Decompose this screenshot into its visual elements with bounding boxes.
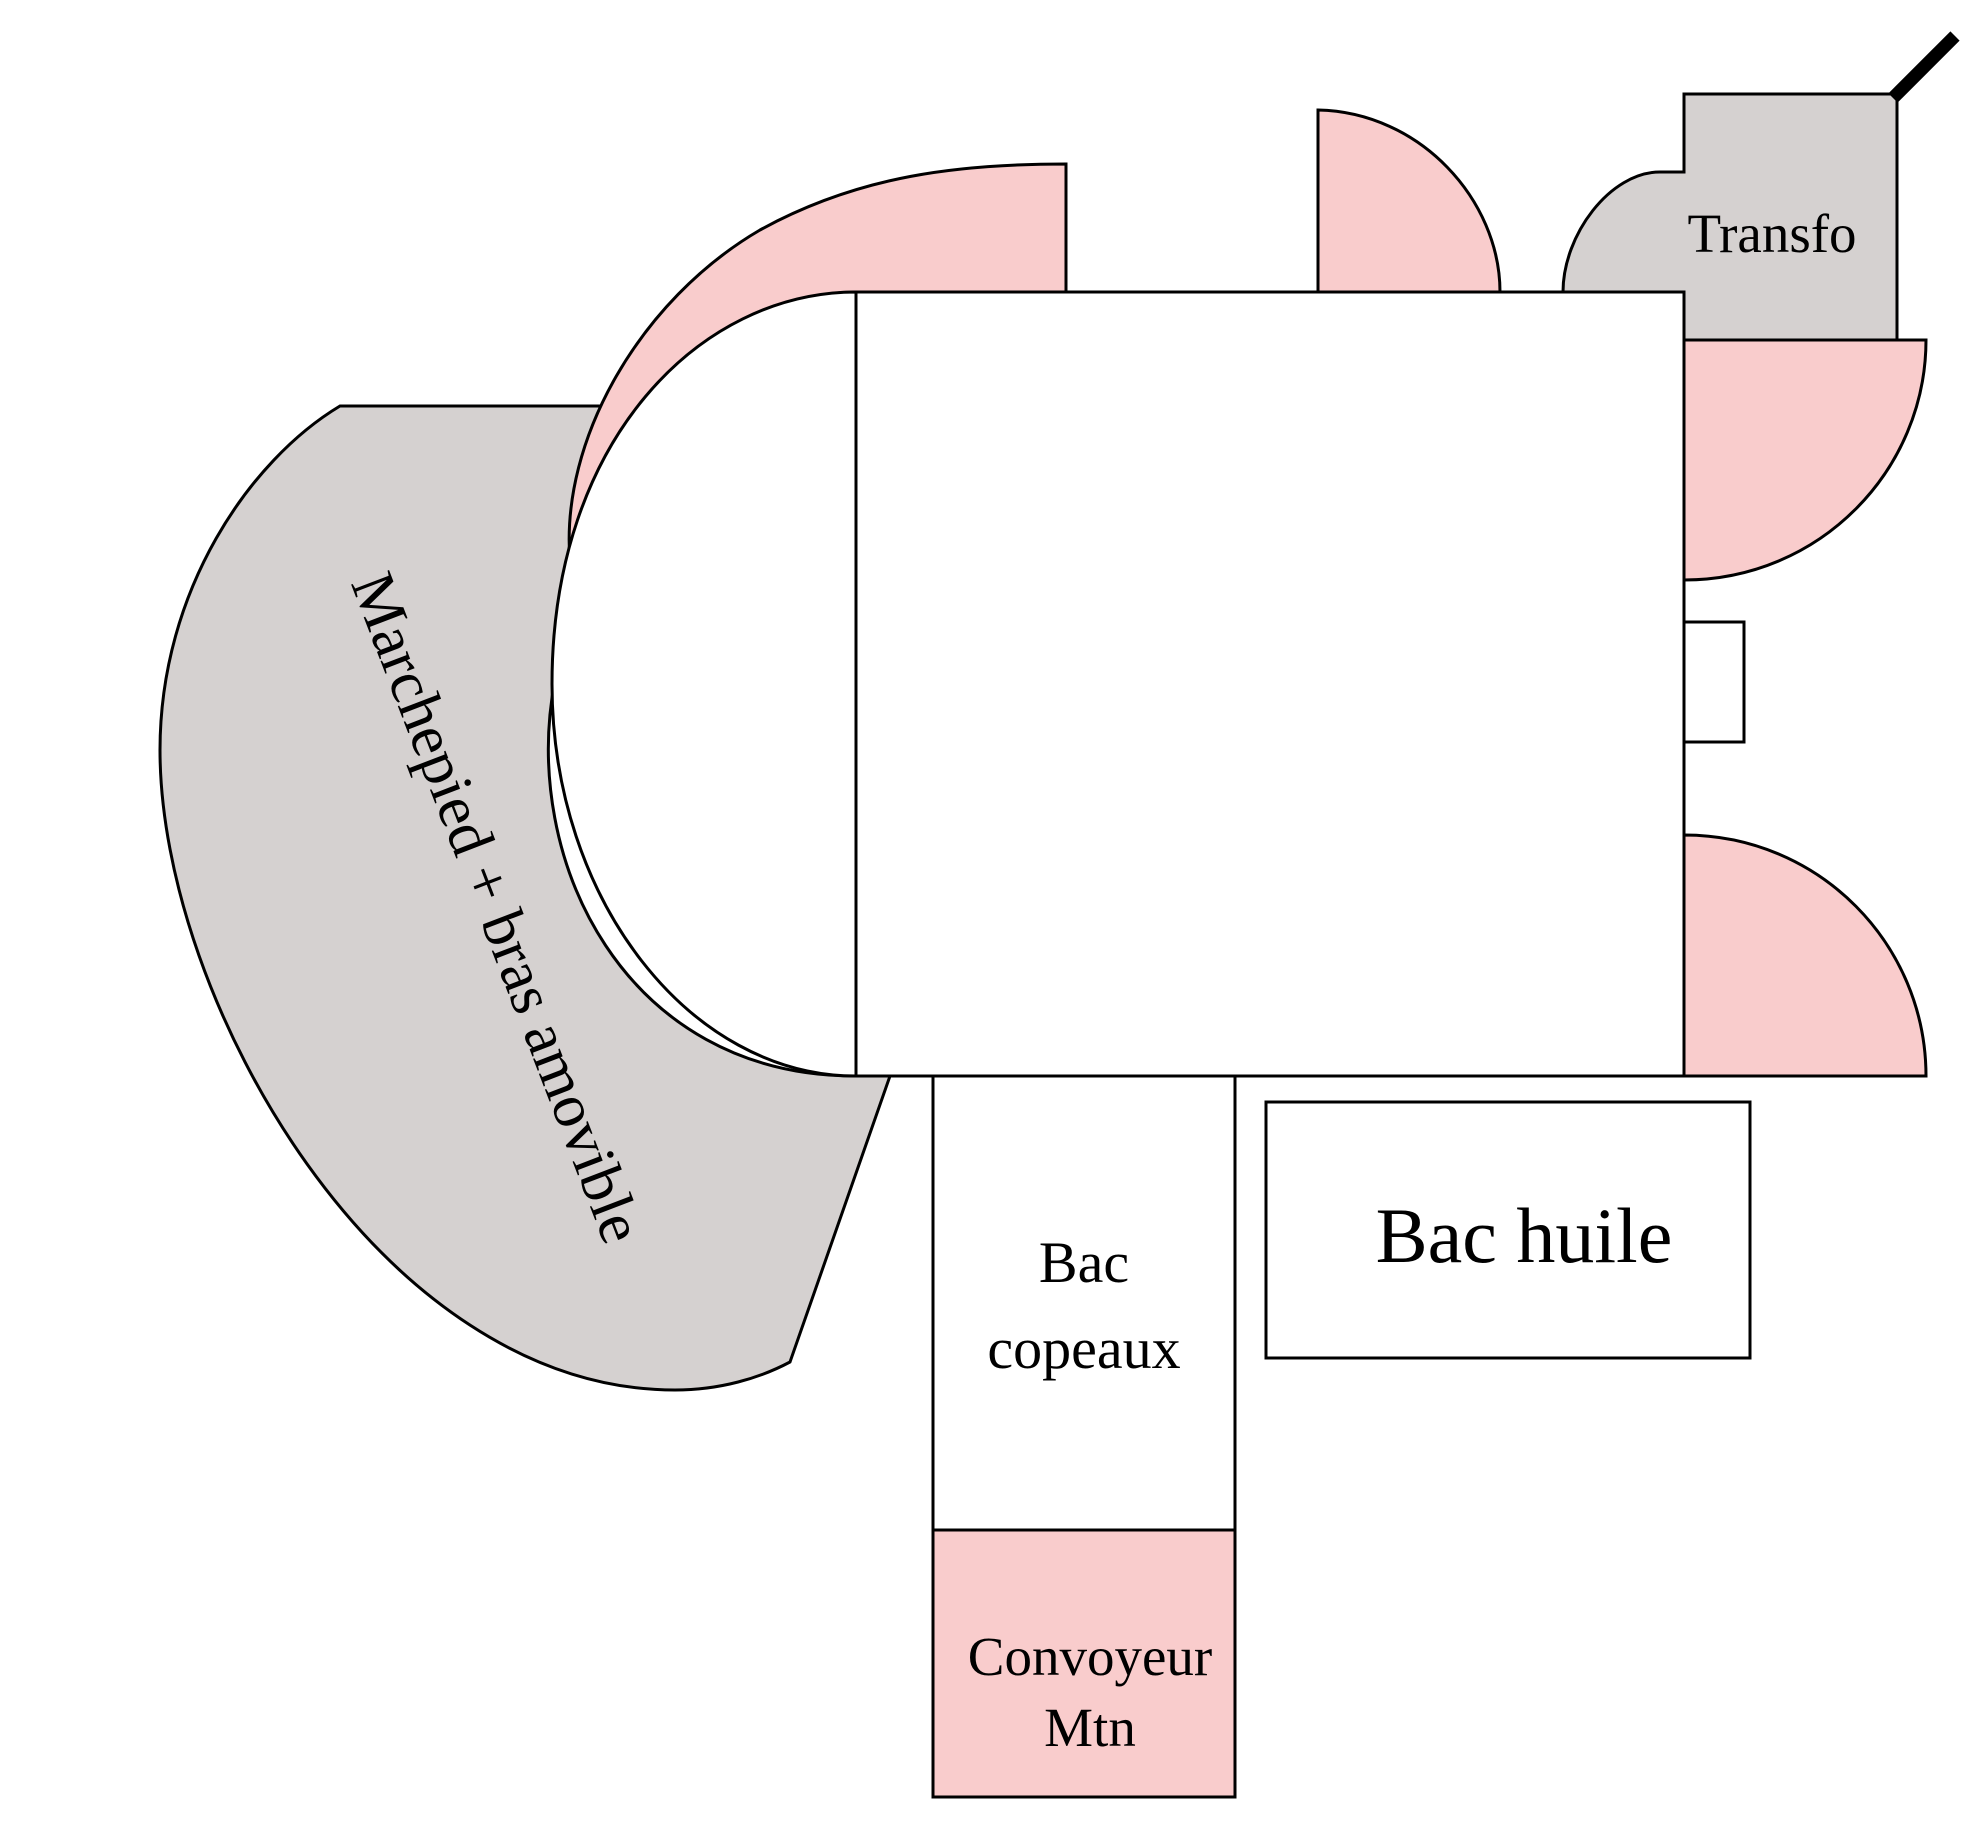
bac-copeaux	[931, 1074, 1237, 1532]
bac-huile	[1264, 1100, 1752, 1360]
convoyeur-label-line1: Convoyeur	[968, 1626, 1212, 1687]
machine-body-rounded-end	[550, 290, 858, 1078]
transfo-cable	[1888, 31, 1960, 103]
convoyeur-label-line2: Mtn	[1044, 1697, 1136, 1758]
transfo-shape	[1561, 92, 1899, 342]
marchepied-shape	[158, 404, 893, 1392]
bac-copeaux-label-line2: copeaux	[987, 1316, 1180, 1381]
door-swing-top-middle	[1316, 108, 1502, 294]
door-swing-right-top	[1682, 338, 1928, 582]
door-swing-right-bottom	[1682, 833, 1928, 1078]
convoyeur-mtn	[931, 1528, 1237, 1799]
transfo-label: Transfo	[1687, 203, 1856, 264]
bac-copeaux-label-line1: Bac	[1039, 1230, 1129, 1295]
side-panel	[1682, 620, 1746, 744]
bac-huile-label: Bac huile	[1376, 1192, 1673, 1279]
machine-body	[854, 290, 1686, 1078]
